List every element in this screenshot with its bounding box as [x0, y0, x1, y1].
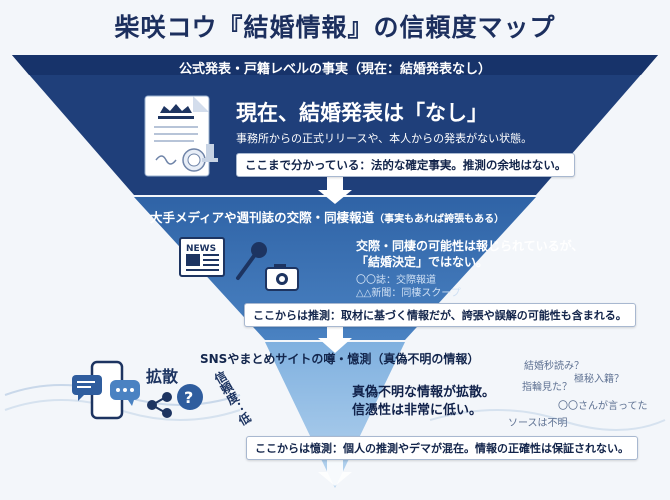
down-arrow-icon — [318, 176, 352, 204]
tier2-callout: ここからは推測：取材に基づく情報だが、誇張や誤解の可能性も含まれる。 — [244, 303, 636, 327]
page-title: 柴咲コウ『結婚情報』の信頼度マップ — [114, 13, 556, 42]
tier2-body-line1: 交際・同棲の可能性は報じられているが、 — [356, 239, 584, 253]
rumor-text: ソースは不明 — [508, 418, 568, 429]
tier3-callout: ここからは憶測：個人の推測やデマが混在。情報の正確性は保証されない。 — [246, 436, 638, 460]
tier3-band — [265, 342, 405, 488]
share-icon — [147, 392, 172, 418]
tier2-source1: 〇〇誌：交際報道 — [356, 275, 436, 286]
down-arrow-icon — [318, 460, 352, 486]
rumor-text: 結婚秒読み？ — [524, 361, 584, 372]
official-document-icon — [144, 95, 218, 177]
microphone-icon — [236, 242, 267, 280]
camera-icon — [265, 264, 299, 291]
tier1-headline: 現在、結婚発表は「なし」 — [236, 101, 488, 125]
newspaper-icon — [179, 237, 225, 277]
question-mark-text: ? — [184, 388, 193, 407]
chat-bubble-icon — [110, 380, 140, 406]
rumor-text: 極秘入籍？ — [574, 374, 624, 385]
tier3-body-line1: 真偽不明な情報が拡散。 — [352, 385, 496, 400]
tier2-body-line2: 「結婚決定」ではない。 — [356, 255, 489, 269]
rumor-text: 〇〇さんが言ってた — [558, 401, 648, 412]
rumor-text: 指輪見た？ — [522, 382, 572, 393]
tier1-header: 公式発表・戸籍レベルの事実（現在：結婚発表なし） — [178, 62, 491, 77]
spread-label: 拡散 — [146, 367, 179, 386]
tier1-subtext: 事務所からの正式リリースや、本人からの発表がない状態。 — [236, 132, 533, 145]
tier2-header-note: （事実もあれば誇張もある） — [374, 214, 505, 225]
news-label: NEWS — [186, 244, 216, 254]
tier3-header: SNSやまとめサイトの噂・憶測（真偽不明の情報） — [200, 352, 480, 366]
tier3-body-line2: 信憑性は非常に低い。 — [352, 403, 483, 418]
tier2-header: 大手メディアや週刊誌の交際・同棲報道（事実もあれば誇張もある） — [150, 207, 504, 226]
tier2-header-text: 大手メディアや週刊誌の交際・同棲報道 — [150, 210, 375, 225]
tier2-source2: △△新聞：同棲スクープ — [356, 288, 461, 299]
question-icon — [177, 384, 203, 410]
tier1-callout: ここまで分かっている：法的な確定事実。推測の余地はない。 — [236, 153, 576, 177]
